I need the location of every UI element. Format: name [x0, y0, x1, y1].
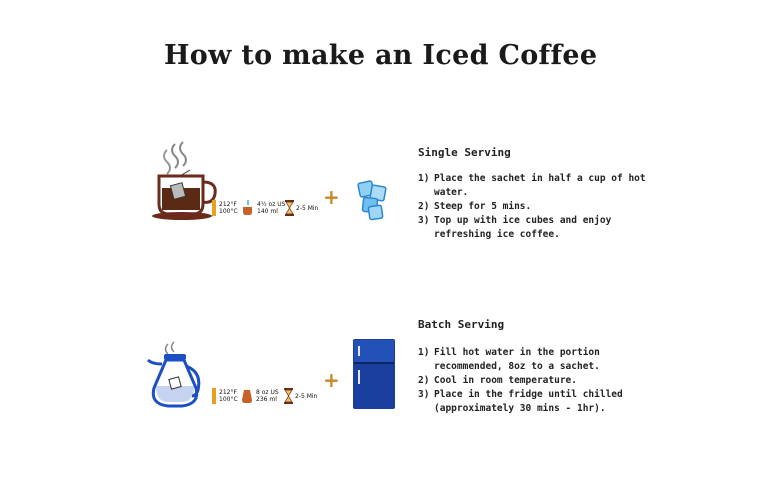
temp-f: 212°F: [219, 201, 237, 208]
page-title: How to make an Iced Coffee: [164, 40, 598, 71]
temp-c: 100°C: [219, 396, 238, 403]
ice-cubes-icon: [357, 180, 387, 221]
plus-icon: +: [323, 185, 340, 209]
temperature-spec: 212°F 100°C: [219, 201, 238, 215]
volume-us: 4½ oz US: [257, 201, 286, 208]
volume-ml: 236 ml: [256, 396, 277, 403]
hourglass-icon: [284, 388, 293, 404]
list-item: 1)Place the sachet in half a cup of hot …: [418, 173, 646, 198]
time-spec: 2-5 Min: [296, 205, 319, 212]
coffee-pot-icon: [146, 341, 201, 408]
coffee-cup-icon: [152, 141, 217, 220]
fridge-icon: [353, 339, 395, 409]
small-pot-icon: [242, 390, 252, 403]
list-item: 2)Cool in room temperature.: [418, 375, 577, 386]
volume-spec: 8 oz US 236 ml: [256, 389, 279, 403]
volume-us: 8 oz US: [256, 389, 279, 396]
temperature-spec: 212°F 100°C: [219, 389, 238, 403]
volume-spec: 4½ oz US 140 ml: [257, 201, 285, 215]
list-item: 3)Place in the fridge until chilled (app…: [418, 389, 623, 414]
batch-serving-heading: Batch Serving: [418, 318, 505, 331]
batch-serving-steps: 1)Fill hot water in the portion recommen…: [418, 346, 668, 416]
small-cup-icon: [243, 200, 252, 215]
single-serving-heading: Single Serving: [418, 146, 511, 159]
list-item: 1)Fill hot water in the portion recommen…: [418, 347, 600, 372]
thermometer-icon: [212, 200, 216, 216]
hourglass-icon: [285, 200, 294, 216]
list-item: 3)Top up with ice cubes and enjoy refres…: [418, 215, 612, 240]
time-spec: 2-5 Min: [295, 393, 318, 400]
single-serving-steps: 1)Place the sachet in half a cup of hot …: [418, 172, 668, 242]
temp-c: 100°C: [219, 208, 238, 215]
thermometer-icon: [212, 388, 216, 404]
plus-icon: +: [323, 368, 340, 392]
volume-ml: 140 ml: [257, 208, 278, 215]
list-item: 2)Steep for 5 mins.: [418, 201, 532, 212]
temp-f: 212°F: [219, 389, 237, 396]
